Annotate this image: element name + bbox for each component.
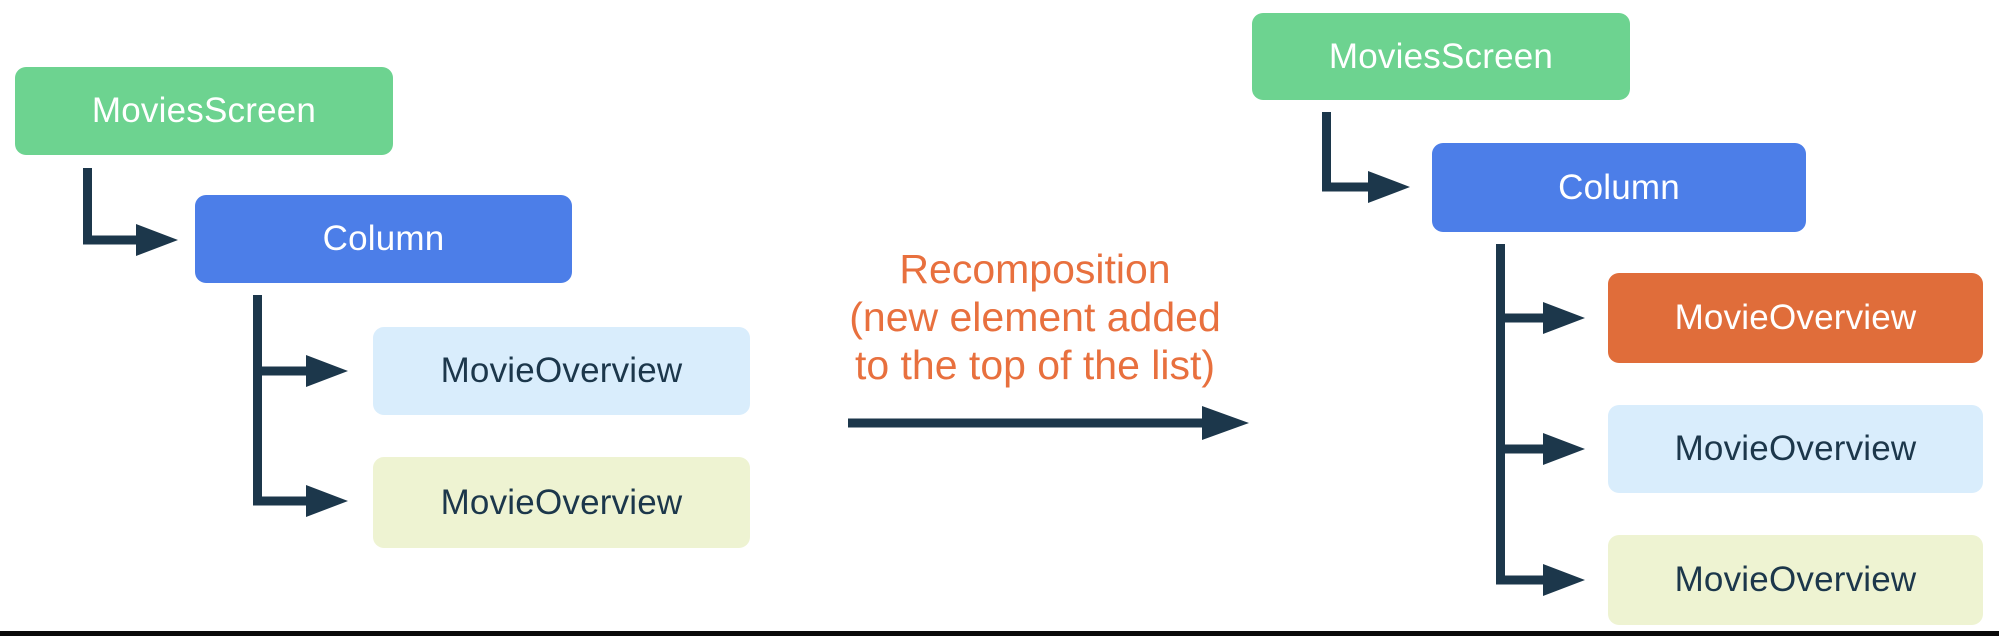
recomposition-annotation: Recomposition (new element added to the … (785, 245, 1285, 389)
node-label: MovieOverview (1674, 298, 1917, 337)
transition-arrowhead-icon (1202, 406, 1249, 440)
node-label: Column (1558, 167, 1680, 207)
node-label: MoviesScreen (91, 91, 317, 130)
node-label: MovieOverview (440, 482, 683, 522)
arrowhead-icon (1543, 564, 1585, 596)
node-label: Column (322, 219, 445, 258)
right-tree-column-node: Column (1432, 143, 1806, 232)
annotation-line-3: to the top of the list) (854, 342, 1216, 388)
left-tree-movieoverview-node-2: MovieOverview (373, 457, 750, 548)
left-tree-column-node: Column (195, 195, 572, 283)
right-tree-movieoverview-node-1: MovieOverview (1608, 405, 1983, 493)
annotation-line-2: (new element added (849, 294, 1221, 340)
edge-right-column-to-item3 (1496, 244, 1545, 585)
left-tree-moviesscreen-node: MoviesScreen (15, 67, 393, 155)
edge-left-screen-to-column (83, 168, 138, 245)
arrowhead-icon (306, 485, 348, 517)
arrowhead-icon (1543, 302, 1585, 334)
edge-left-column-to-item2 (253, 295, 308, 506)
edge-right-screen-to-column (1322, 112, 1370, 192)
right-tree-movieoverview-node-2: MovieOverview (1608, 535, 1983, 625)
bottom-border-rule (0, 631, 1999, 636)
node-label: MovieOverview (440, 351, 683, 390)
node-label: MoviesScreen (1328, 36, 1554, 76)
right-tree-movieoverview-new-node: MovieOverview (1608, 273, 1983, 363)
node-label: MovieOverview (1674, 560, 1917, 599)
right-tree-moviesscreen-node: MoviesScreen (1252, 13, 1630, 100)
arrowhead-icon (1368, 171, 1410, 203)
arrowhead-icon (306, 355, 348, 387)
node-label: MovieOverview (1674, 429, 1917, 468)
arrowhead-icon (1543, 433, 1585, 465)
arrowhead-icon (136, 224, 178, 256)
annotation-line-1: Recomposition (899, 246, 1171, 292)
left-tree-movieoverview-node-1: MovieOverview (373, 327, 750, 415)
